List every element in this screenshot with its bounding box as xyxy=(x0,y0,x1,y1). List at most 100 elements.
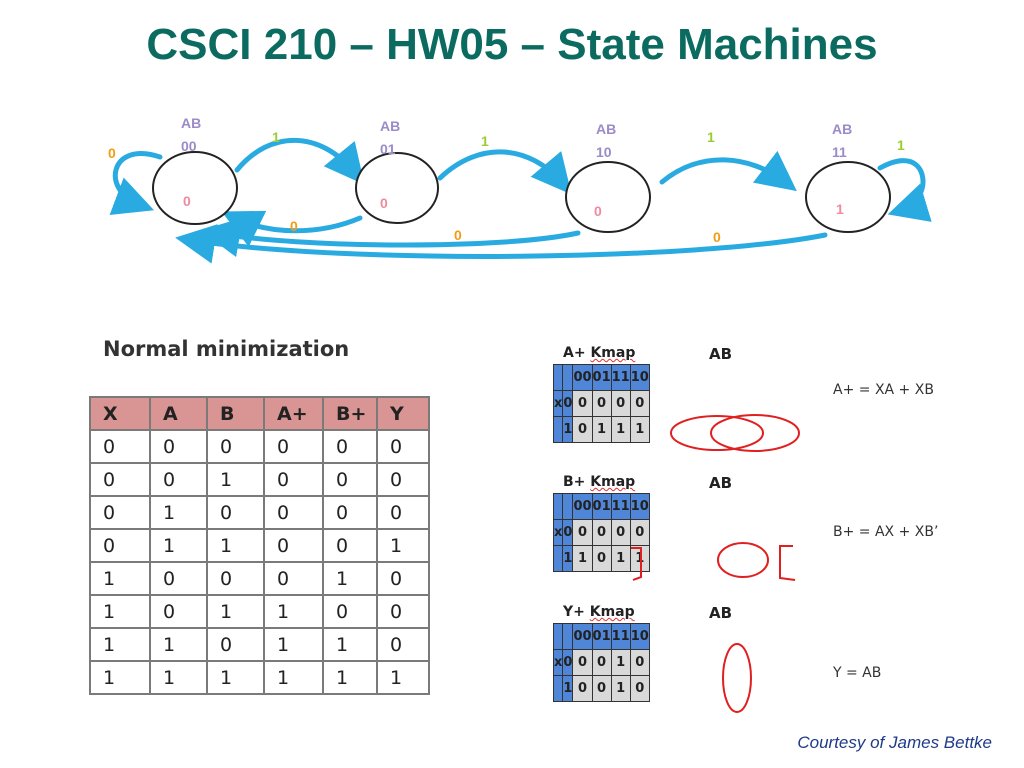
kmap-title: Y+ Kmap xyxy=(563,604,635,620)
kmap-cell: 0 xyxy=(591,390,612,417)
equation-a-plus: A+ = XA + XB xyxy=(833,382,934,398)
state-output: 1 xyxy=(836,201,844,217)
state-label: AB xyxy=(596,121,616,137)
kmap-row-var: x xyxy=(552,649,564,676)
kmap-col-header: 11 xyxy=(610,364,631,391)
group-bracket-b-right xyxy=(779,545,796,581)
table-cell: 0 xyxy=(322,594,378,629)
kmap-col-header: 01 xyxy=(591,493,612,520)
kmap-col-header: 11 xyxy=(610,493,631,520)
courtesy-credit: Courtesy of James Bettke xyxy=(797,733,992,752)
table-cell: 1 xyxy=(149,660,208,695)
kmap-title: A+ Kmap xyxy=(563,345,636,361)
state-label: AB xyxy=(181,115,201,131)
kmap-row-var: x xyxy=(552,519,564,546)
table-cell: 0 xyxy=(89,462,151,497)
table-cell: 0 xyxy=(89,429,151,464)
state-output: 0 xyxy=(594,203,602,219)
kmap-col-header: 00 xyxy=(572,364,593,391)
transition-input: 1 xyxy=(707,129,715,145)
state-circle-00 xyxy=(152,151,238,225)
table-cell: 1 xyxy=(89,594,151,629)
table-cell: 0 xyxy=(149,429,208,464)
transition-input: 1 xyxy=(272,129,280,145)
state-circle-11 xyxy=(805,161,891,233)
state-code: 11 xyxy=(832,144,847,160)
table-cell: 0 xyxy=(206,561,265,596)
kmap-cell: 0 xyxy=(629,519,650,546)
table-cell: 0 xyxy=(376,627,430,662)
table-cell: 1 xyxy=(263,594,324,629)
kmap-cell: 0 xyxy=(629,649,650,676)
table-cell: 1 xyxy=(322,561,378,596)
transition-11-00 xyxy=(175,224,828,264)
transition-01-10 xyxy=(437,149,572,195)
kmap-cell: 0 xyxy=(572,675,593,702)
group-circle-y-11 xyxy=(722,643,752,713)
transition-10-00 xyxy=(200,217,581,258)
kmap-cell: 0 xyxy=(629,390,650,417)
kmap-ab-label: AB xyxy=(709,604,733,622)
state-output: 0 xyxy=(183,193,191,209)
kmap-row-header: 0 xyxy=(562,649,574,676)
equation-y: Y = AB xyxy=(833,665,882,681)
group-circle-b-11 xyxy=(717,542,769,578)
table-cell: 0 xyxy=(376,462,430,497)
table-cell: 1 xyxy=(149,528,208,563)
kmap-cell: 1 xyxy=(610,545,631,572)
kmap-cell: 1 xyxy=(572,545,593,572)
transition-01-00 xyxy=(221,210,363,247)
kmap-cell: 0 xyxy=(591,675,612,702)
kmap-cell: 0 xyxy=(610,519,631,546)
state-code: 00 xyxy=(181,138,197,154)
state-circle-10 xyxy=(565,161,651,233)
table-cell: 1 xyxy=(206,660,265,695)
table-cell: 1 xyxy=(149,627,208,662)
table-cell: 0 xyxy=(322,528,378,563)
table-cell: 0 xyxy=(263,528,324,563)
kmap-row-header: 1 xyxy=(562,416,574,443)
table-cell: 1 xyxy=(376,660,430,695)
kmap-cell: 0 xyxy=(572,416,593,443)
table-cell: 0 xyxy=(376,561,430,596)
truth-table-caption: Normal minimization xyxy=(103,337,350,361)
table-cell: 1 xyxy=(322,627,378,662)
table-cell: 0 xyxy=(322,462,378,497)
transition-00-01 xyxy=(234,137,365,185)
kmap-cell: 1 xyxy=(610,649,631,676)
table-cell: 0 xyxy=(376,594,430,629)
table-cell: 0 xyxy=(89,495,151,530)
table-cell: 0 xyxy=(263,495,324,530)
column-header: B xyxy=(206,396,265,431)
table-header-row: X A B A+ B+ Y xyxy=(89,396,430,431)
kmap-cell: 0 xyxy=(572,519,593,546)
table-cell: 0 xyxy=(206,429,265,464)
table-cell: 0 xyxy=(149,594,208,629)
state-output: 0 xyxy=(380,195,388,211)
kmap-col-header: 01 xyxy=(591,364,612,391)
column-header: A xyxy=(149,396,208,431)
table-cell: 0 xyxy=(206,495,265,530)
kmap-cell: 0 xyxy=(572,649,593,676)
kmap-row-header: 1 xyxy=(562,675,574,702)
transition-input: 0 xyxy=(713,229,721,245)
state-label: AB xyxy=(832,121,852,137)
table-cell: 1 xyxy=(149,495,208,530)
kmap-col-header: 00 xyxy=(572,623,593,650)
kmap-cell: 0 xyxy=(591,545,612,572)
kmap-ab-label: AB xyxy=(709,474,733,492)
table-cell: 1 xyxy=(206,462,265,497)
state-label: AB xyxy=(380,118,400,134)
table-cell: 0 xyxy=(322,429,378,464)
kmap-col-header: 00 xyxy=(572,493,593,520)
kmap-row-header: 0 xyxy=(562,390,574,417)
transition-input: 1 xyxy=(897,137,905,153)
kmap-cell: 1 xyxy=(610,416,631,443)
